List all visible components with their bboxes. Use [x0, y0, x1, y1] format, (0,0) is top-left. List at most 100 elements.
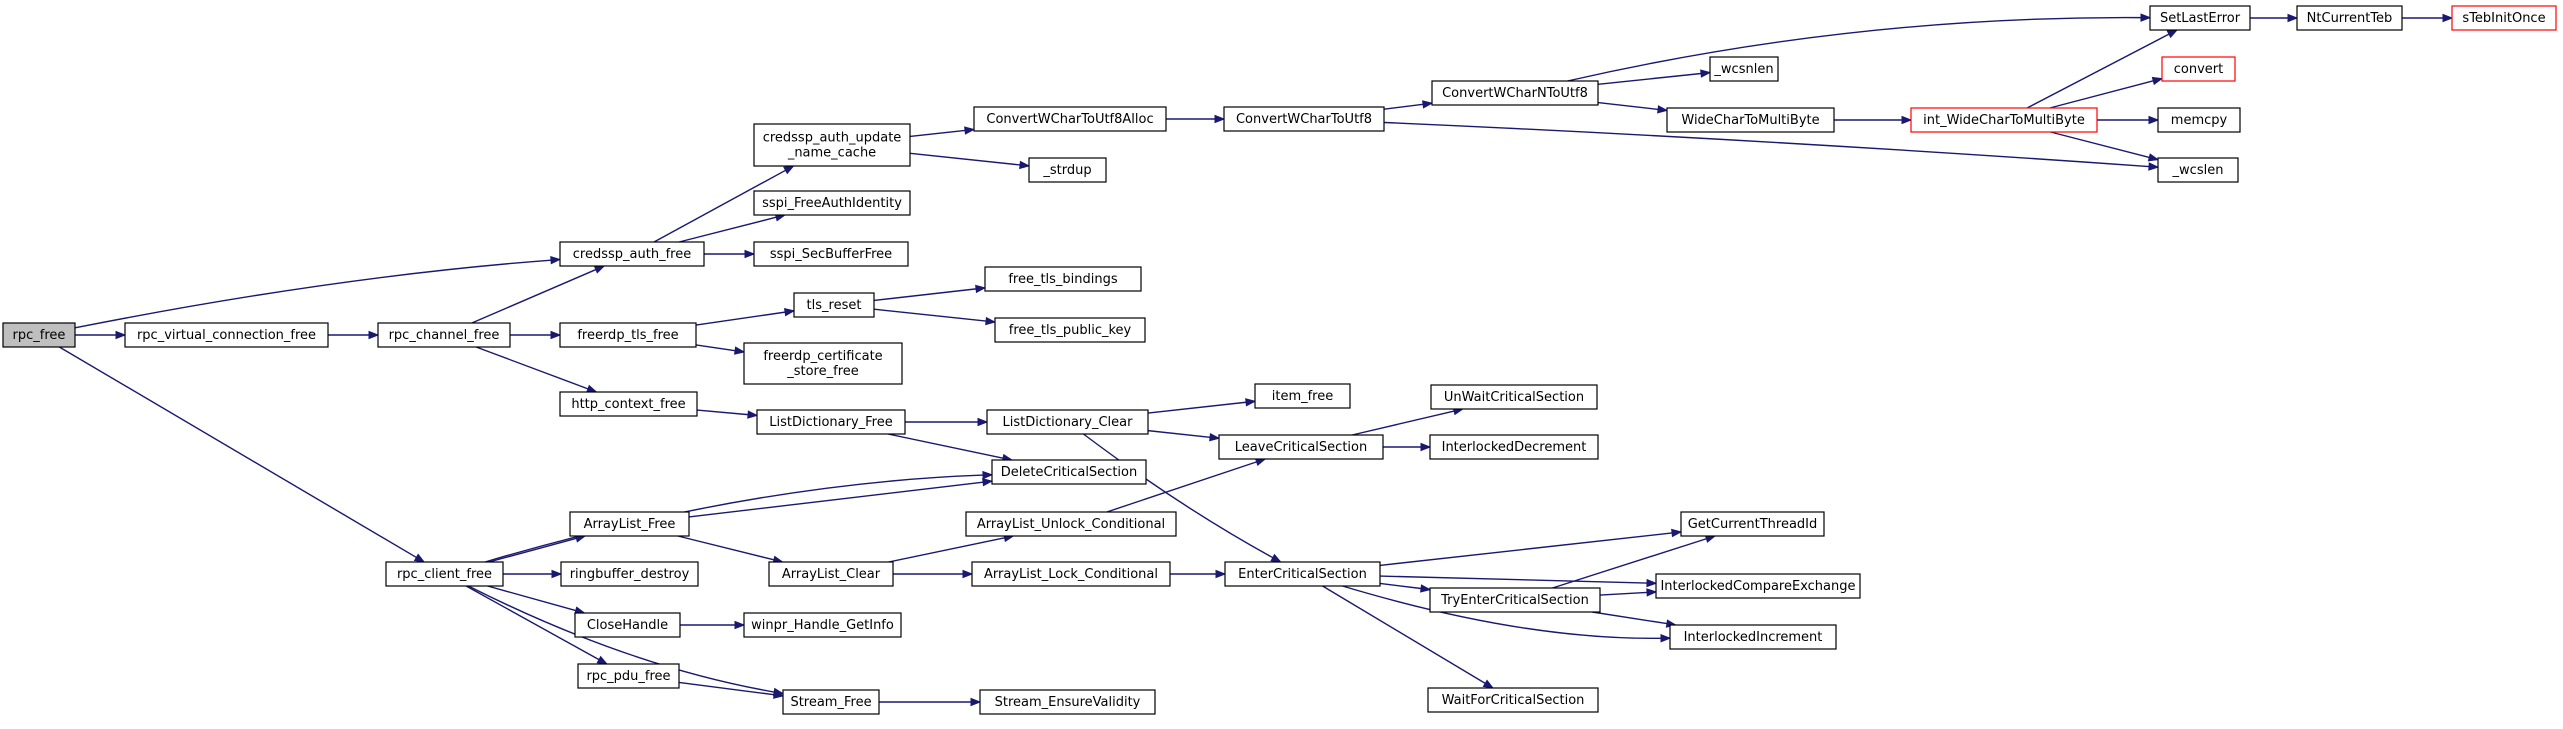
node-rpc_free[interactable]: rpc_free — [2, 322, 76, 348]
node-LeaveCriticalSection[interactable]: LeaveCriticalSection — [1218, 434, 1384, 460]
node-ConvertWCharToUtf8[interactable]: ConvertWCharToUtf8 — [1223, 106, 1385, 132]
node-sspi_SecBufferFree[interactable]: sspi_SecBufferFree — [753, 241, 909, 267]
node-ArrayList_Unlock_Conditional[interactable]: ArrayList_Unlock_Conditional — [965, 511, 1177, 537]
node-InterlockedDecrement[interactable]: InterlockedDecrement — [1429, 434, 1599, 460]
node-int_WideCharToMultiByte[interactable]: int_WideCharToMultiByte — [1910, 107, 2098, 133]
node-item_free[interactable]: item_free — [1254, 383, 1351, 409]
node-NtCurrentTeb[interactable]: NtCurrentTeb — [2296, 5, 2403, 31]
node-tls_reset[interactable]: tls_reset — [793, 292, 875, 318]
node-label: ringbuffer_destroy — [570, 567, 690, 582]
node-freerdp_tls_free[interactable]: freerdp_tls_free — [559, 322, 697, 348]
edge-TryEnterCriticalSection-to-GetCurrentThreadId — [1552, 534, 1717, 589]
node-ArrayList_Lock_Conditional[interactable]: ArrayList_Lock_Conditional — [971, 561, 1171, 587]
node-SetLastError[interactable]: SetLastError — [2149, 5, 2251, 31]
node-label: convert — [2174, 62, 2223, 77]
function-nodes: rpc_free rpc_virtual_connection_free rpc_c… — [2, 5, 2557, 715]
node-Stream_Free[interactable]: Stream_Free — [782, 689, 880, 715]
node-WaitForCriticalSection[interactable]: WaitForCriticalSection — [1427, 687, 1599, 713]
node-EnterCriticalSection[interactable]: EnterCriticalSection — [1224, 561, 1381, 587]
edge-line — [1083, 433, 1274, 559]
node-Stream_EnsureValidity[interactable]: Stream_EnsureValidity — [979, 689, 1156, 715]
node-ArrayList_Clear[interactable]: ArrayList_Clear — [768, 561, 894, 587]
node-credssp_auth_update_name_cache[interactable]: credssp_auth_update_name_cache — [753, 123, 911, 167]
node-sTebInitOnce[interactable]: sTebInitOnce — [2451, 5, 2557, 31]
node-InterlockedIncrement[interactable]: InterlockedIncrement — [1669, 624, 1837, 650]
node-box — [2161, 56, 2236, 82]
edge-line — [2026, 33, 2170, 109]
edge-rpc_free-to-credssp_auth_free — [74, 255, 562, 329]
node-_strdup[interactable]: _strdup — [1028, 157, 1107, 183]
node-box — [559, 241, 705, 267]
node-label: InterlockedDecrement — [1442, 440, 1587, 455]
node-rpc_channel_free[interactable]: rpc_channel_free — [377, 322, 511, 348]
node-label: credssp_auth_free — [573, 247, 691, 262]
node-label: Stream_Free — [790, 695, 871, 710]
arrowhead-icon — [1657, 105, 1669, 114]
edge-ListDictionary_Clear-to-LeaveCriticalSection — [1147, 429, 1221, 442]
node-rpc_virtual_connection_free[interactable]: rpc_virtual_connection_free — [124, 322, 329, 348]
edge-line — [695, 311, 786, 326]
node-box — [1669, 624, 1837, 650]
node-TryEnterCriticalSection[interactable]: TryEnterCriticalSection — [1429, 587, 1601, 613]
node-label: UnWaitCriticalSection — [1444, 390, 1584, 405]
node-sspi_FreeAuthIdentity[interactable]: sspi_FreeAuthIdentity — [753, 190, 911, 216]
edge-ConvertWCharNToUtf8-to-SetLastError — [1567, 13, 2152, 82]
node-http_context_free[interactable]: http_context_free — [559, 391, 698, 417]
node-box — [743, 612, 902, 638]
edge-line — [74, 259, 552, 329]
arrowhead-icon — [962, 569, 974, 579]
node-ConvertWCharToUtf8Alloc[interactable]: ConvertWCharToUtf8Alloc — [973, 106, 1167, 132]
node-ListDictionary_Free[interactable]: ListDictionary_Free — [756, 409, 906, 435]
arrowhead-icon — [1270, 553, 1282, 563]
node-DeleteCriticalSection[interactable]: DeleteCriticalSection — [991, 459, 1147, 485]
node-label: ConvertWCharNToUtf8 — [1442, 86, 1588, 101]
edge-line — [678, 216, 777, 243]
node-memcpy[interactable]: memcpy — [2157, 107, 2241, 133]
node-_wcslen[interactable]: _wcslen — [2157, 157, 2239, 183]
node-box — [979, 689, 1156, 715]
edge-rpc_channel_free-to-freerdp_tls_free — [510, 330, 562, 340]
edge-credssp_auth_free-to-credssp_auth_update_name_cache — [653, 165, 795, 243]
node-ListDictionary_Clear[interactable]: ListDictionary_Clear — [986, 409, 1149, 435]
node-freerdp_certificate_store_free[interactable]: freerdp_certificate_store_free — [743, 342, 903, 385]
arrowhead-icon — [1420, 442, 1432, 452]
arrowhead-icon — [413, 553, 426, 563]
edge-int_WideCharToMultiByte-to-memcpy — [2097, 115, 2160, 125]
node-credssp_auth_free[interactable]: credssp_auth_free — [559, 241, 705, 267]
node-ArrayList_Free[interactable]: ArrayList_Free — [569, 511, 690, 537]
node-_wcsnlen[interactable]: _wcsnlen — [1709, 56, 1779, 82]
edge-line — [465, 585, 600, 661]
node-box — [2149, 5, 2251, 31]
node-InterlockedCompareExchange[interactable]: InterlockedCompareExchange — [1655, 573, 1861, 599]
arrowhead-icon — [773, 690, 785, 699]
node-label: NtCurrentTeb — [2307, 11, 2393, 26]
node-label: ListDictionary_Free — [769, 415, 893, 430]
node-convert[interactable]: convert — [2161, 56, 2236, 82]
node-free_tls_public_key[interactable]: free_tls_public_key — [994, 317, 1146, 343]
arrowhead-icon — [550, 330, 562, 340]
node-box — [1430, 384, 1598, 410]
edge-rpc_client_free-to-DeleteCriticalSection — [484, 470, 994, 563]
node-label: rpc_free — [13, 328, 66, 343]
edge-line — [468, 585, 775, 693]
node-rpc_client_free[interactable]: rpc_client_free — [385, 561, 504, 587]
node-label: free_tls_bindings — [1008, 272, 1118, 287]
node-label: ConvertWCharToUtf8 — [1236, 112, 1372, 127]
node-WideCharToMultiByte[interactable]: WideCharToMultiByte — [1666, 107, 1835, 133]
node-ringbuffer_destroy[interactable]: ringbuffer_destroy — [560, 561, 699, 587]
node-UnWaitCriticalSection[interactable]: UnWaitCriticalSection — [1430, 384, 1598, 410]
arrowhead-icon — [596, 655, 609, 665]
edge-line — [1592, 611, 1668, 625]
node-winpr_Handle_GetInfo[interactable]: winpr_Handle_GetInfo — [743, 612, 902, 638]
node-free_tls_bindings[interactable]: free_tls_bindings — [984, 266, 1142, 292]
node-label: freerdp_tls_free — [577, 328, 678, 343]
node-rpc_pdu_free[interactable]: rpc_pdu_free — [577, 663, 680, 689]
node-box — [1224, 561, 1381, 587]
edge-ArrayList_Clear-to-ArrayList_Unlock_Conditional — [888, 533, 1015, 563]
node-GetCurrentThreadId[interactable]: GetCurrentThreadId — [1680, 511, 1825, 537]
node-box — [753, 241, 909, 267]
node-CloseHandle[interactable]: CloseHandle — [574, 612, 681, 638]
node-ConvertWCharNToUtf8[interactable]: ConvertWCharNToUtf8 — [1431, 80, 1599, 106]
node-label: DeleteCriticalSection — [1001, 465, 1137, 480]
node-label: InterlockedCompareExchange — [1660, 579, 1855, 594]
